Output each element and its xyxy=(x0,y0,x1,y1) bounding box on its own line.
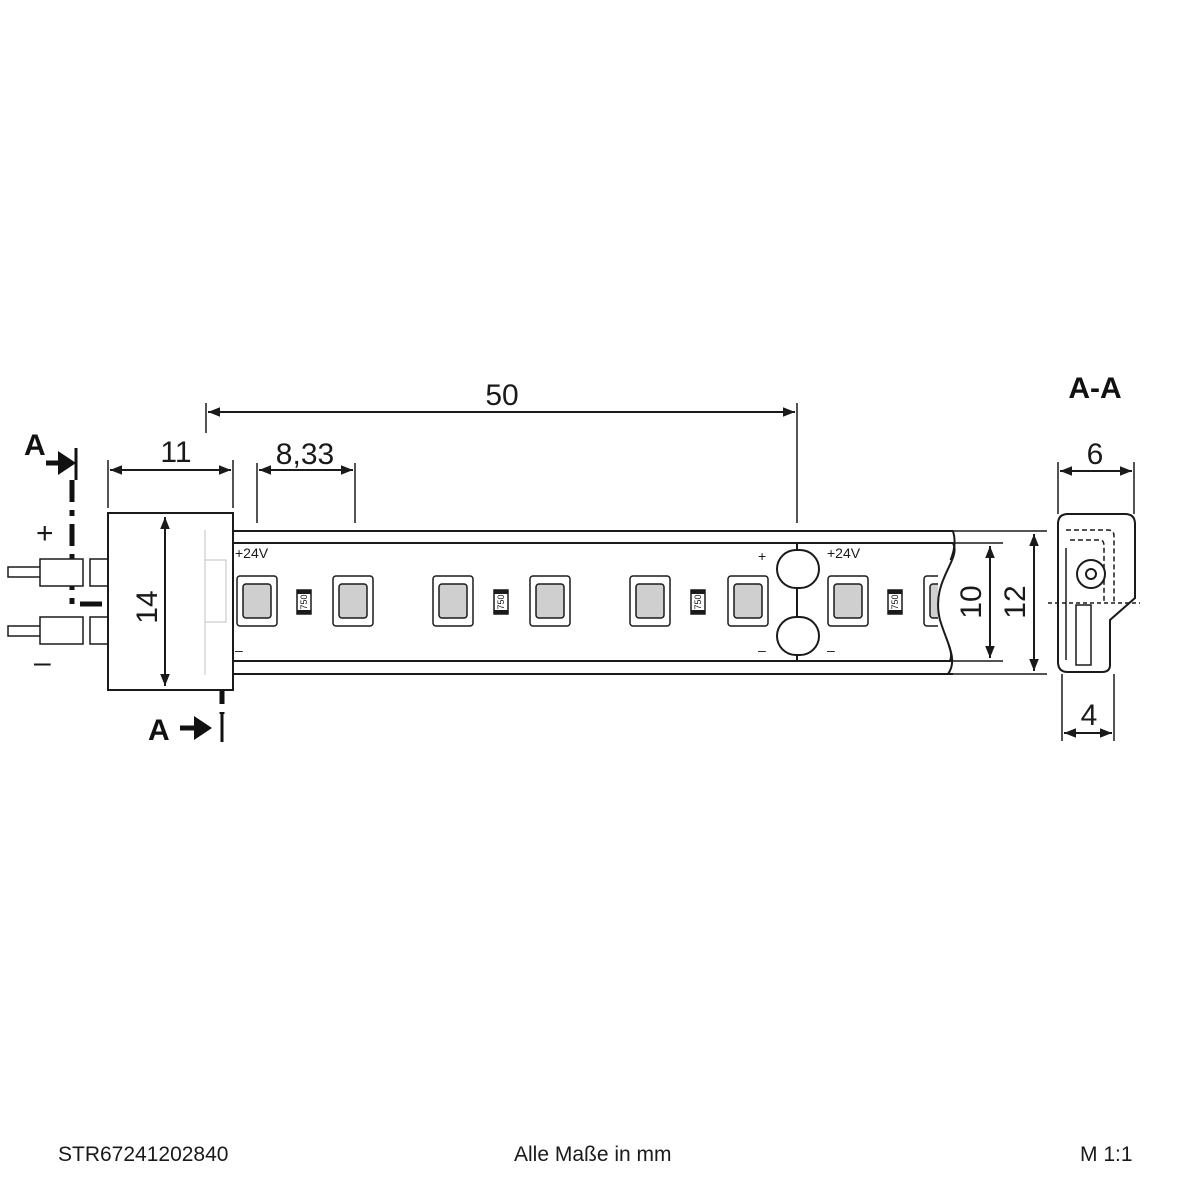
pcb-label-minus-2: – xyxy=(758,642,766,658)
solder-pad-bottom xyxy=(776,616,820,656)
dimension-50: 50 xyxy=(205,379,798,523)
led-chip xyxy=(432,575,474,627)
pcb-label-24v-2: +24V xyxy=(827,545,861,561)
section-marker-top-label: A xyxy=(24,429,46,462)
resistor-label: 750 xyxy=(693,594,703,609)
wire-plus xyxy=(7,558,111,587)
led-chip xyxy=(236,575,278,627)
section-profile xyxy=(1048,513,1140,673)
footer-article-number: STR67241202840 xyxy=(58,1143,229,1166)
dimension-14: 14 xyxy=(131,517,170,686)
dimension-14-label: 14 xyxy=(131,590,164,623)
dimension-6-label: 6 xyxy=(1087,438,1104,471)
dimension-4-label: 4 xyxy=(1081,699,1098,732)
wire-minus-label: – xyxy=(34,646,51,679)
resistor: 750 xyxy=(296,589,312,615)
resistor: 750 xyxy=(690,589,706,615)
pcb-label-24v-1: +24V xyxy=(235,545,269,561)
resistor: 750 xyxy=(493,589,509,615)
resistor: 750 xyxy=(887,589,903,615)
dimension-4: 4 xyxy=(1061,674,1115,741)
wire-plus-label: + xyxy=(36,517,54,550)
led-strip xyxy=(233,530,956,675)
dimension-50-label: 50 xyxy=(485,379,518,412)
dimension-12: 12 xyxy=(950,530,1047,675)
led-chip xyxy=(827,575,869,627)
dimension-8-33-label: 8,33 xyxy=(276,438,334,471)
dimension-11: 11 xyxy=(107,436,234,508)
led-chip xyxy=(629,575,671,627)
section-marker-bottom: A xyxy=(148,714,224,747)
led-chip xyxy=(727,575,769,627)
led-chip xyxy=(332,575,374,627)
dimension-10: 10 xyxy=(950,542,1003,662)
dimension-10-label: 10 xyxy=(955,585,988,618)
dimension-6: 6 xyxy=(1057,438,1135,514)
footer-units-note: Alle Maße in mm xyxy=(514,1143,672,1166)
section-marker-top: A xyxy=(24,429,78,480)
dimension-12-label: 12 xyxy=(999,585,1032,618)
wire-minus xyxy=(7,616,111,645)
pcb-label-minus-3: – xyxy=(827,642,835,658)
dimension-11-label: 11 xyxy=(160,436,191,469)
resistor-label: 750 xyxy=(890,594,900,609)
solder-pad-top xyxy=(776,549,820,589)
pcb-label-plus: + xyxy=(758,548,766,564)
footer-scale: M 1:1 xyxy=(1080,1143,1133,1166)
resistor-label: 750 xyxy=(299,594,309,609)
resistor-label: 750 xyxy=(496,594,506,609)
section-view-title: A-A xyxy=(1068,372,1121,405)
section-marker-bottom-label: A xyxy=(148,714,170,747)
dimension-8-33: 8,33 xyxy=(256,438,356,523)
pcb-label-minus-1: – xyxy=(235,642,243,658)
led-chip xyxy=(529,575,571,627)
connector-end-cap xyxy=(107,512,234,691)
